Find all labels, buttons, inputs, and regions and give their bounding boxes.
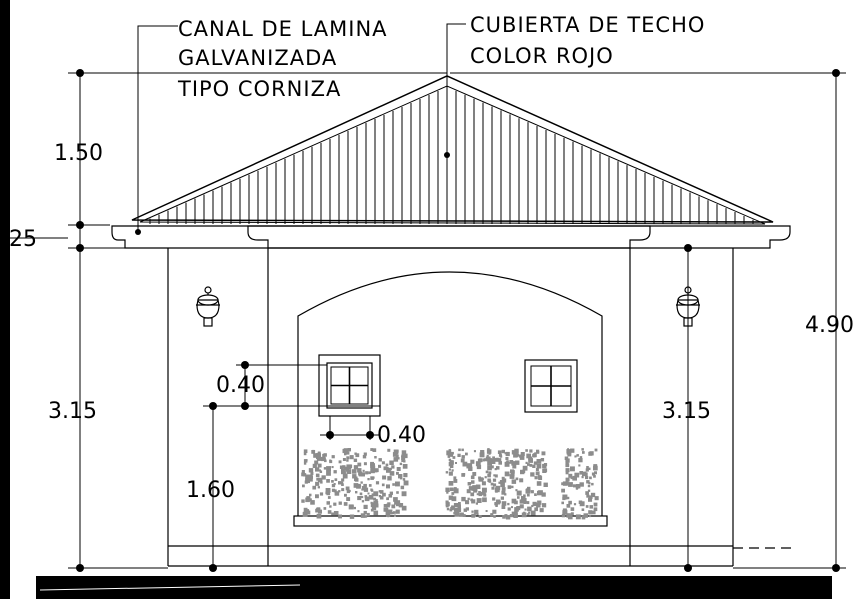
dim-total-height: 4.90 — [805, 313, 854, 338]
ground-slab — [36, 576, 832, 599]
planter-box — [293, 515, 608, 527]
gutter-label-line2: GALVANIZADA — [178, 46, 337, 70]
roof-hatch — [149, 87, 754, 224]
window-right — [524, 359, 578, 413]
roof-label-line1: CUBIERTA DE TECHO — [470, 13, 705, 37]
roof-label-line2: COLOR ROJO — [470, 44, 614, 68]
dim-wall-height-left: 3.15 — [48, 399, 97, 424]
shrubs — [301, 448, 599, 520]
dimension-dots — [76, 69, 840, 572]
shrub — [338, 448, 377, 519]
dim-cornice-height: .25 — [2, 227, 37, 252]
gutter-label-line1: CANAL DE LAMINA — [178, 17, 388, 41]
dim-wall-height-right: 3.15 — [662, 399, 711, 424]
shrub — [478, 448, 517, 520]
dim-window-width: 0.40 — [377, 423, 426, 448]
walls — [167, 248, 795, 567]
annotation-gutter: CANAL DE LAMINA GALVANIZADA TIPO CORNIZA — [177, 17, 388, 101]
shrub — [445, 448, 483, 518]
left-border — [0, 0, 10, 599]
shrub — [301, 449, 340, 519]
dimension-lines — [10, 23, 846, 569]
dim-window-height: 0.40 — [216, 373, 265, 398]
dim-sill-height: 1.60 — [186, 478, 235, 503]
window-left — [318, 354, 381, 417]
ground-highlight — [39, 584, 301, 591]
shrub — [561, 448, 599, 520]
shrub — [510, 448, 548, 518]
lamp-left-icon — [196, 286, 220, 327]
annotation-roof: CUBIERTA DE TECHO COLOR ROJO — [470, 13, 705, 68]
shrub — [370, 448, 409, 518]
gutter-label-line3: TIPO CORNIZA — [177, 77, 341, 101]
arched-recess — [297, 271, 603, 516]
dim-roof-height: 1.50 — [54, 141, 103, 166]
